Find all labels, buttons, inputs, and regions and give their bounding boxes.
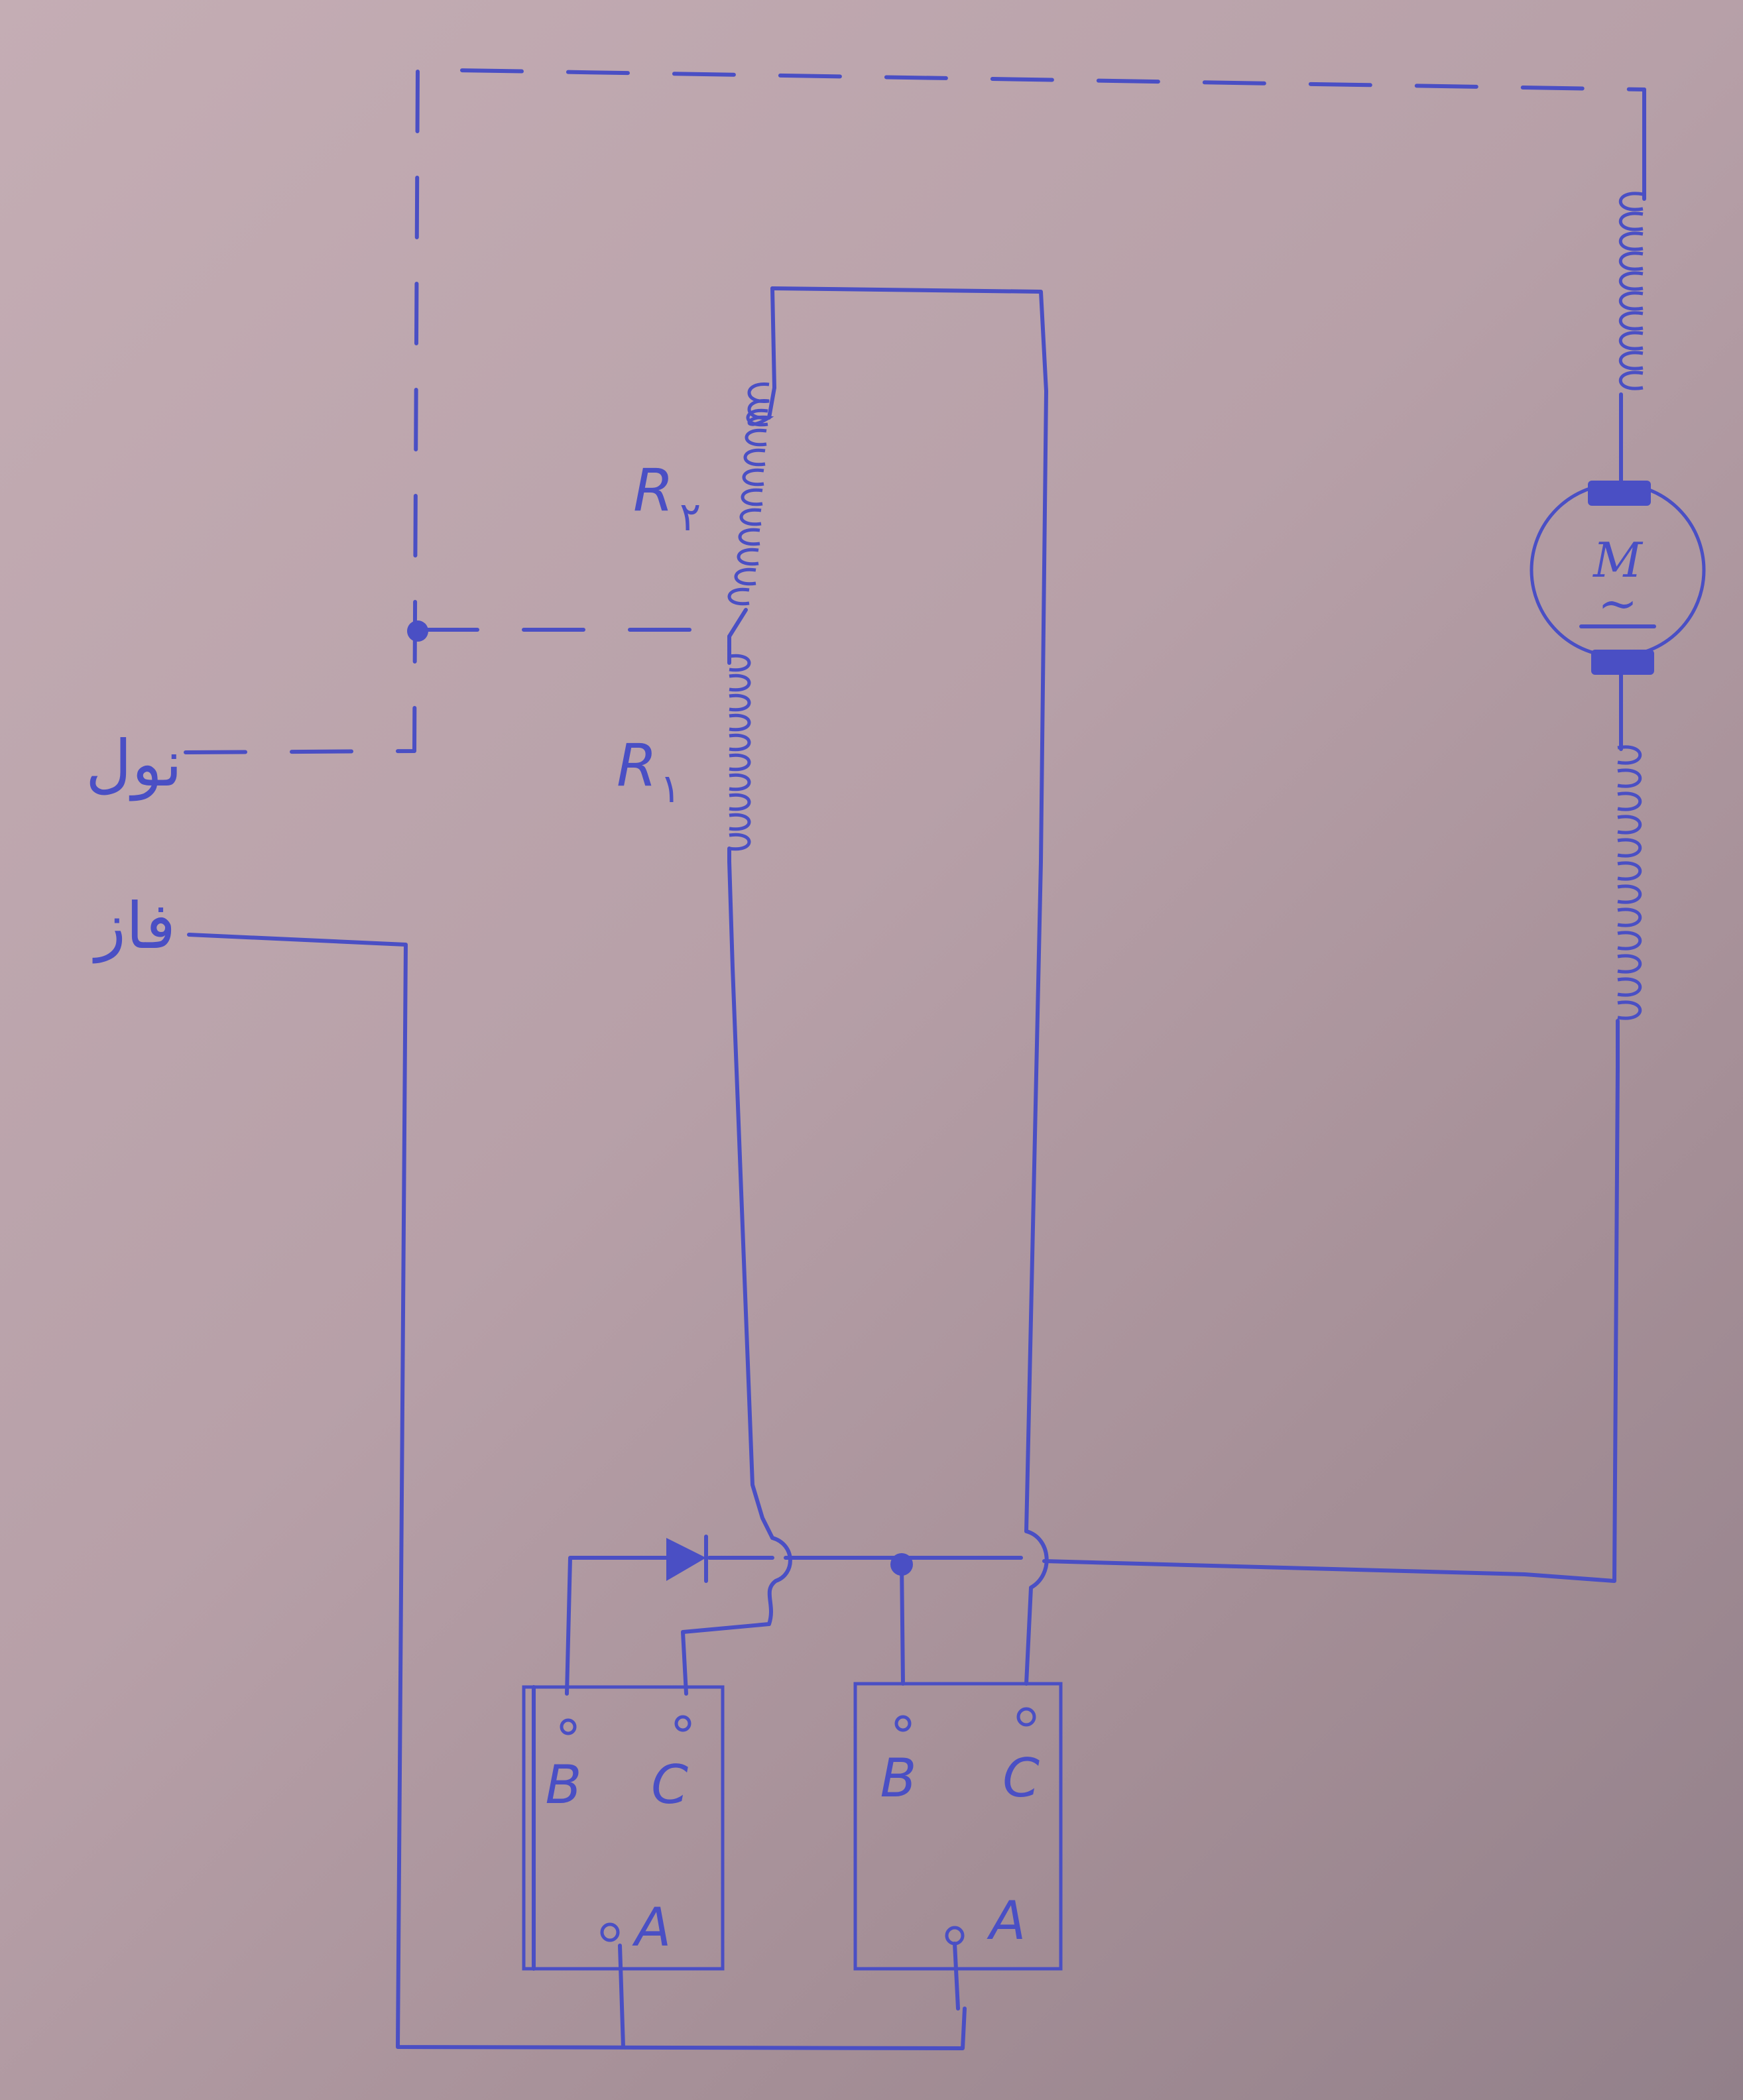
motor-label: M	[1592, 532, 1644, 588]
phase-label: فاز	[93, 889, 176, 963]
bus-junction-node	[890, 1553, 913, 1576]
diode	[666, 1535, 708, 1583]
switch-1-terminal-c: C	[651, 1754, 688, 1816]
motor-bottom-coil	[1616, 673, 1642, 1073]
svg-text:۲: ۲	[680, 494, 701, 540]
switch-1-terminal-b: B	[546, 1754, 582, 1816]
motor-ac-symbol: ~	[1598, 575, 1638, 631]
switch-2: B C A	[853, 1682, 1063, 2011]
switch-1-terminal-a: A	[632, 1896, 672, 1958]
neutral-junction-node	[407, 620, 428, 642]
resistor-r1-coil	[727, 634, 751, 864]
motor-top-coil	[1618, 88, 1646, 486]
switch-2-terminal-c: C	[1002, 1747, 1040, 1809]
phase-wire	[187, 933, 967, 2050]
neutral-label: نول	[86, 727, 182, 801]
switch-1: B C A	[522, 1685, 725, 2049]
svg-text:۱: ۱	[660, 766, 681, 812]
resistor-wire	[681, 286, 792, 1696]
control-bus	[565, 1065, 1620, 1696]
motor: M ~	[1530, 481, 1706, 675]
svg-text:R: R	[633, 456, 674, 524]
switch-2-terminal-b: B	[880, 1747, 917, 1809]
resistor-loop-return	[770, 286, 1049, 1686]
switch-2-terminal-a: A	[987, 1890, 1026, 1952]
neutral-wire	[184, 68, 1646, 754]
svg-text:R: R	[617, 731, 657, 799]
resistor-r2-label: R ۲	[633, 456, 701, 540]
resistor-r1-label: R ۱	[617, 731, 681, 812]
resistor-r2-coil	[727, 382, 776, 638]
